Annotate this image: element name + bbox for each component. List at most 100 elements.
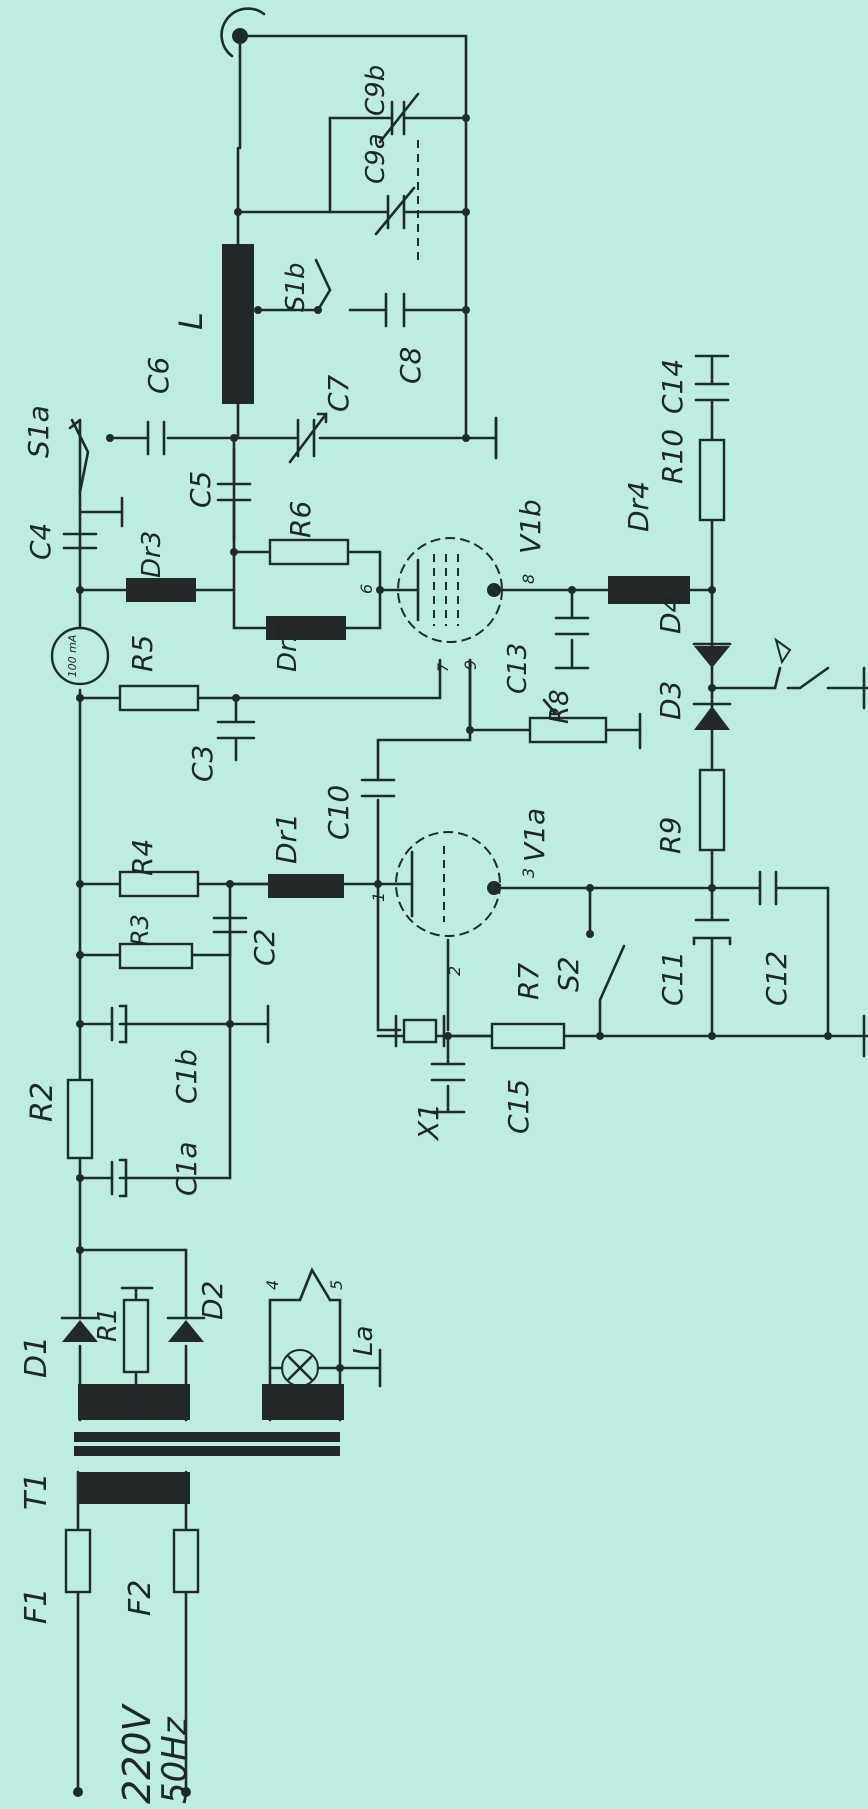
- label-d2: D2: [196, 1281, 229, 1320]
- resistor-r10: [698, 438, 726, 522]
- label-pin8: 8: [519, 574, 538, 584]
- label-c5: C5: [184, 471, 217, 508]
- label-c1a: C1a: [170, 1141, 203, 1196]
- tube-v1a: [395, 831, 501, 937]
- label-f2: F2: [123, 1580, 158, 1616]
- label-v1a: V1a: [518, 808, 551, 862]
- label-r10: R10: [656, 429, 689, 484]
- label-l: L: [172, 312, 210, 330]
- label-d4: D4: [654, 595, 687, 634]
- label-r7: R7: [512, 963, 545, 1000]
- potentiometer-r8: [528, 716, 608, 744]
- label-r1: R1: [93, 1307, 123, 1342]
- label-d1: D1: [19, 1336, 54, 1378]
- label-r3: R3: [126, 914, 154, 946]
- capacitor-c13: [554, 616, 590, 636]
- label-s1a: S1a: [22, 405, 55, 458]
- label-dr3: Dr3: [137, 531, 167, 578]
- tap-point: [106, 434, 114, 442]
- diode-d4: [692, 642, 732, 668]
- capacitor-c2: [212, 916, 248, 934]
- label-f1: F1: [19, 1588, 54, 1624]
- capacitor-c14: [694, 382, 730, 402]
- switch-s2: [586, 930, 594, 938]
- capacitor-c5: [216, 482, 252, 502]
- label-c12: C12: [760, 951, 793, 1006]
- choke-dr4: [608, 576, 690, 604]
- label-r9: R9: [654, 817, 687, 854]
- antenna-connector: [220, 7, 266, 58]
- fuse-f2: [172, 1528, 200, 1594]
- switch-s1a: [70, 418, 90, 494]
- label-c14: C14: [656, 359, 689, 414]
- label-la: La: [349, 1326, 379, 1356]
- resistor-r5: [118, 684, 200, 712]
- capacitor-c6: [146, 420, 166, 456]
- mains-frequency-label: 50Hz: [155, 1716, 195, 1804]
- label-c15: C15: [502, 1079, 535, 1134]
- switch-s1b: [314, 306, 322, 314]
- label-r8: R8: [545, 689, 575, 724]
- diode-d2: [166, 1316, 206, 1342]
- resistor-r7: [490, 1022, 566, 1050]
- label-c2: C2: [248, 929, 281, 966]
- mains-voltage-label: 220V: [115, 1702, 159, 1804]
- junction-dots: [76, 114, 832, 1404]
- label-r2: R2: [25, 1082, 60, 1122]
- fuse-f1: [64, 1528, 92, 1594]
- resistor-r9: [698, 768, 726, 852]
- capacitor-c10: [360, 778, 396, 798]
- capacitor-c3: [216, 720, 256, 740]
- label-r6: R6: [284, 501, 317, 538]
- label-dr2: Dr2: [273, 625, 303, 672]
- label-c8: C8: [394, 347, 427, 384]
- coil-l: [222, 244, 254, 404]
- capacitor-c11: [692, 918, 732, 946]
- label-x1: X1: [412, 1103, 445, 1142]
- label-c13: C13: [503, 643, 533, 694]
- mains-terminal-b: [181, 1787, 191, 1797]
- label-d3: D3: [654, 681, 687, 720]
- label-dr4: Dr4: [622, 481, 655, 532]
- capacitor-c8: [384, 292, 406, 328]
- diode-d1: [60, 1316, 100, 1342]
- label-c3: C3: [186, 745, 219, 782]
- capacitor-c7: [288, 412, 328, 464]
- label-pin6: 6: [357, 584, 376, 594]
- capacitor-c15: [430, 1062, 466, 1082]
- label-pin3: 3: [519, 868, 538, 878]
- label-pin5: 5: [327, 1280, 346, 1290]
- label-c6: C6: [142, 357, 175, 394]
- resistor-r4: [118, 870, 200, 898]
- resistor-r2: [66, 1078, 94, 1160]
- label-s2: S2: [552, 956, 585, 992]
- capacitor-c1b: [110, 1004, 128, 1044]
- crystal-x1: [394, 1014, 446, 1048]
- capacitor-c9b: [378, 92, 420, 144]
- choke-dr1: [268, 874, 344, 898]
- label-pin1: 1: [369, 892, 388, 902]
- resistor-r3: [118, 942, 194, 970]
- label-dr1: Dr1: [270, 813, 303, 864]
- meter-100ma: 100 mA: [50, 626, 110, 686]
- label-c7: C7: [322, 374, 355, 412]
- label-pin4: 4: [263, 1280, 282, 1290]
- choke-dr2: [266, 616, 346, 640]
- transformer-t1: [74, 1384, 344, 1504]
- label-c9a: C9a: [361, 133, 391, 184]
- capacitor-c12: [758, 870, 778, 906]
- lamp-la: [281, 1349, 319, 1387]
- label-c4: C4: [24, 523, 57, 560]
- choke-dr3: [126, 578, 196, 602]
- capacitor-c9a: [374, 186, 416, 236]
- label-c11: C11: [656, 951, 689, 1006]
- wiring: [68, 34, 868, 1794]
- label-c1b: C1b: [170, 1049, 203, 1104]
- resistor-r1: [122, 1298, 150, 1374]
- label-v1b: V1b: [514, 499, 547, 554]
- mains-terminal-a: [73, 1787, 83, 1797]
- label-pin9: 9: [461, 660, 480, 670]
- resistor-r6: [268, 538, 350, 566]
- indicator-arrow: [774, 637, 792, 665]
